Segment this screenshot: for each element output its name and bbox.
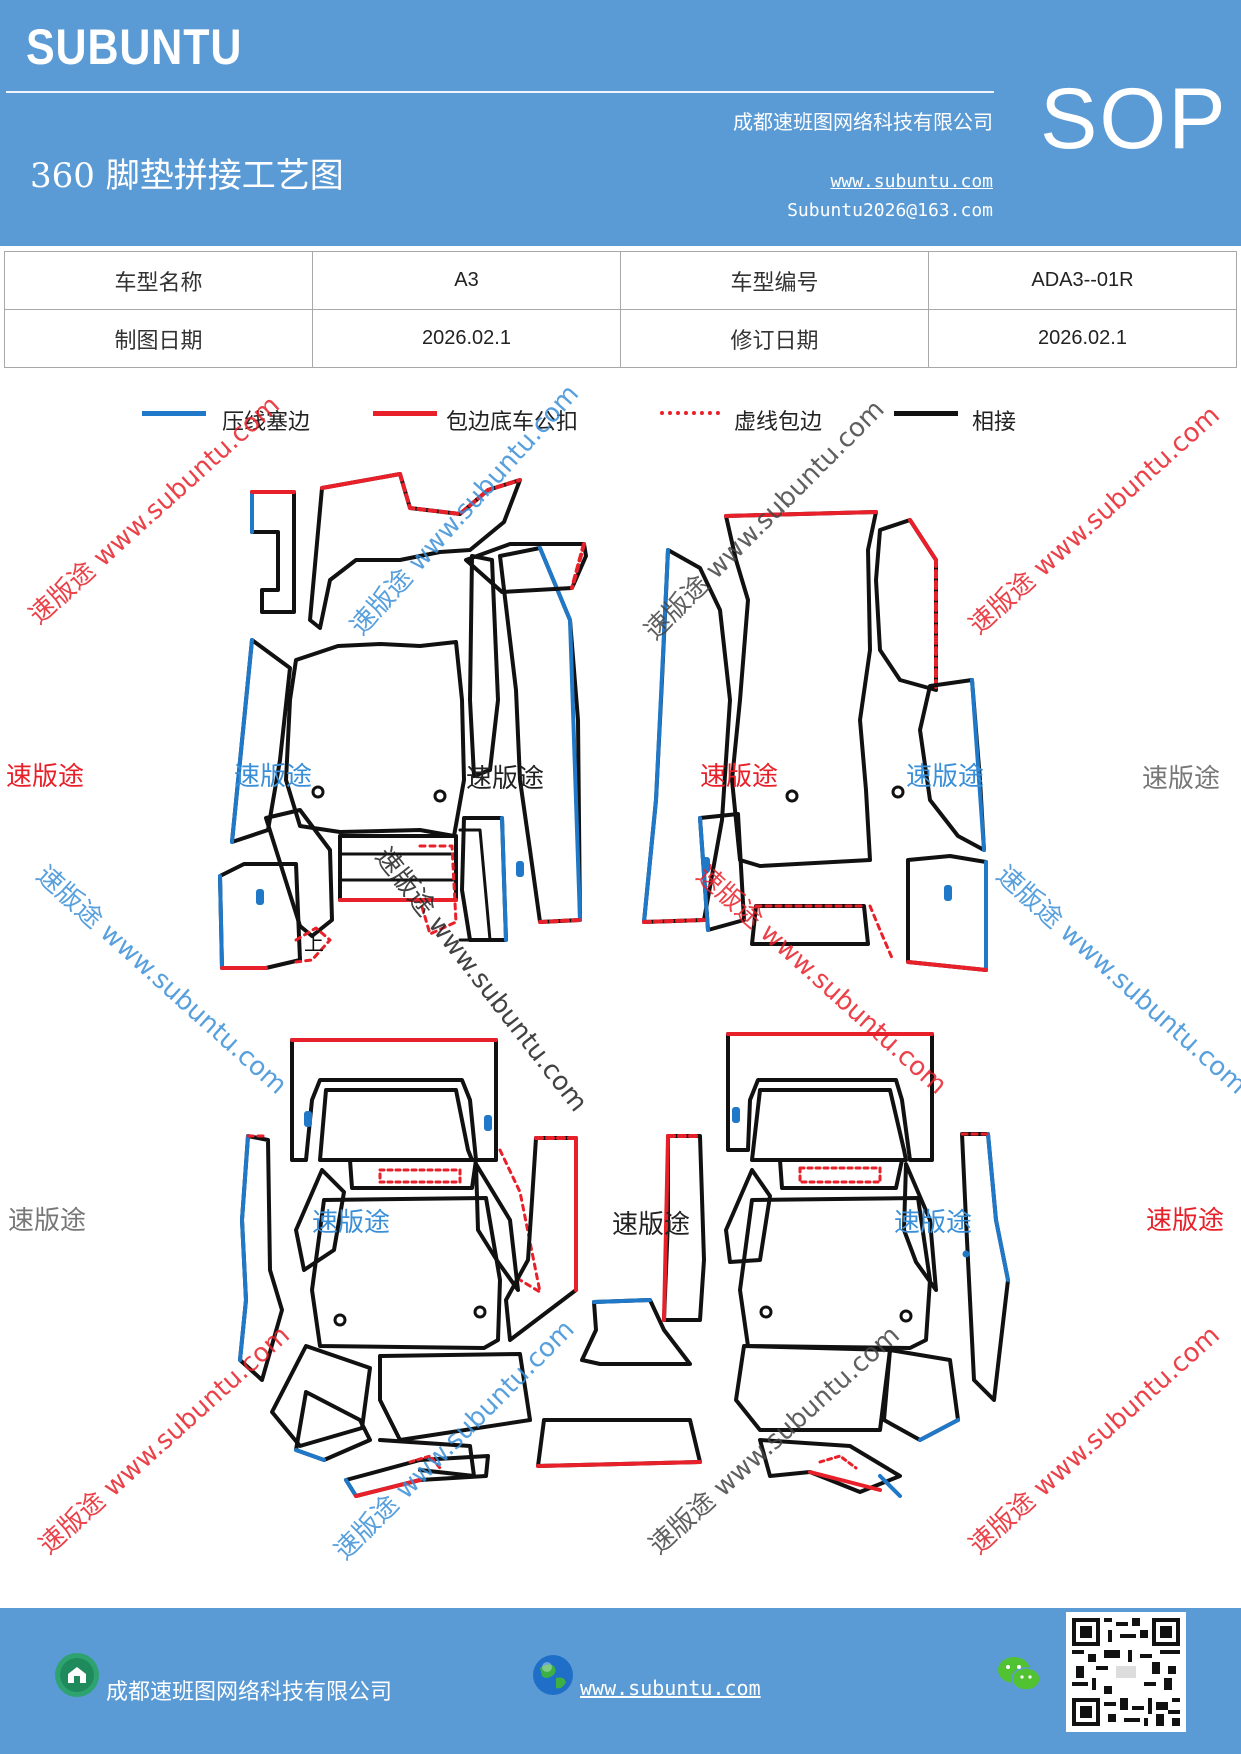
- model-code-value: ADA3--01R: [928, 251, 1237, 310]
- model-name-value: A3: [312, 251, 621, 310]
- legend-label: 包边底车公扣: [446, 410, 579, 435]
- header-banner: SUBUNTU SOP 360 脚垫拼接工艺图 成都速班图网络科技有限公司 ww…: [0, 0, 1241, 246]
- info-table: 车型名称 A3 车型编号 ADA3--01R 制图日期 2026.02.1 修订…: [4, 251, 1237, 368]
- company-icon: [55, 1653, 99, 1697]
- brand-mark: 速版途: [466, 764, 545, 794]
- legend-label: 相接: [972, 410, 1017, 435]
- piece-mark: 上: [304, 931, 324, 955]
- brand-mark: 速版途: [612, 1210, 691, 1240]
- draw-date-label: 制图日期: [4, 309, 313, 368]
- legend-swatch-red: [373, 411, 437, 416]
- brand-mark: 速版途: [1142, 764, 1221, 794]
- brand-mark: 速版途: [6, 762, 85, 792]
- rear-center-mat-group: [536, 1298, 702, 1468]
- front-right-mat-group: [642, 510, 988, 972]
- doc-type-label: SOP: [1040, 71, 1228, 167]
- brand-mark: 速版途: [8, 1206, 87, 1236]
- footer-banner: 成都速班图网络科技有限公司 www.subuntu.com: [0, 1608, 1241, 1754]
- brand-mark: 速版途: [234, 762, 313, 792]
- revision-date-value: 2026.02.1: [928, 309, 1237, 368]
- legend-label: 压线塞边: [222, 410, 311, 435]
- brand-logo-text: SUBUNTU: [26, 19, 243, 75]
- wechat-icon[interactable]: [996, 1654, 1042, 1694]
- brand-mark: 速版途: [906, 762, 985, 792]
- legend-swatch-black: [894, 411, 958, 416]
- revision-date-label: 修订日期: [620, 309, 929, 368]
- globe-icon: [533, 1655, 573, 1695]
- table-row: 制图日期 2026.02.1 修订日期 2026.02.1: [4, 309, 1237, 368]
- email-address: Subuntu2026@163.com: [787, 200, 993, 221]
- brand-mark: 速版途: [894, 1208, 973, 1238]
- front-left-mat-group: 上: [218, 472, 588, 970]
- table-row: 车型名称 A3 车型编号 ADA3--01R: [4, 251, 1237, 310]
- page-title: 360 脚垫拼接工艺图: [30, 156, 344, 196]
- qr-code: [1066, 1612, 1186, 1732]
- header-divider: [6, 91, 994, 93]
- qr-code-image: [1072, 1618, 1180, 1726]
- brand-mark: 速版途: [700, 762, 779, 792]
- draw-date-value: 2026.02.1: [312, 309, 621, 368]
- rear-right-mat-group: [662, 1032, 1010, 1498]
- model-name-label: 车型名称: [4, 251, 313, 310]
- legend-swatch-red-dotted: [660, 411, 720, 415]
- floor-mat-diagram: 上: [218, 472, 1010, 1498]
- website-link[interactable]: www.subuntu.com: [830, 171, 993, 192]
- brand-mark: 速版途: [312, 1208, 391, 1238]
- legend-swatch-blue: [142, 411, 206, 416]
- rear-left-mat-group: [238, 1038, 578, 1498]
- brand-mark: 速版途: [1146, 1206, 1225, 1236]
- company-name: 成都速班图网络科技有限公司: [733, 110, 993, 134]
- legend-label: 虚线包边: [734, 410, 823, 435]
- model-code-label: 车型编号: [620, 251, 929, 310]
- footer-website-link[interactable]: www.subuntu.com: [580, 1676, 761, 1700]
- footer-company: 成都速班图网络科技有限公司: [106, 1680, 393, 1705]
